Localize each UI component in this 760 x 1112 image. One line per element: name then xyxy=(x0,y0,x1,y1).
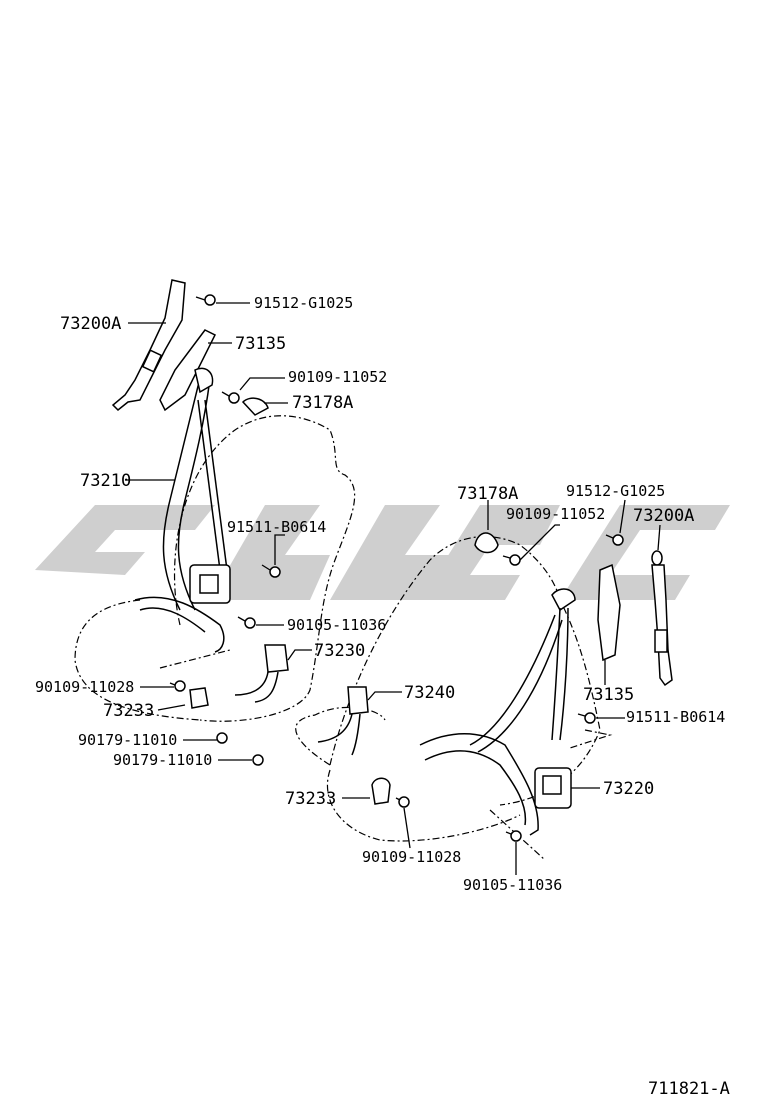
left-buckle xyxy=(234,644,289,703)
right-bolt-90105 xyxy=(505,830,522,842)
label-left-90109-11052: 90109-11052 xyxy=(288,368,387,386)
right-cover-cap xyxy=(474,532,499,554)
left-leader-lines xyxy=(125,302,312,761)
left-cover-cap xyxy=(241,397,269,416)
label-left-90109-11028: 90109-11028 xyxy=(35,678,134,696)
label-left-90179-11010-a: 90179-11010 xyxy=(78,731,177,749)
left-bolt-90105 xyxy=(237,616,256,629)
label-right-73233: 73233 xyxy=(285,789,336,809)
right-bolt-91512 xyxy=(605,534,624,546)
label-right-73178A: 73178A xyxy=(457,484,518,504)
left-cover-73233 xyxy=(189,687,209,709)
left-nut-90179-b xyxy=(252,754,264,766)
label-left-73135: 73135 xyxy=(235,334,286,354)
right-leader-lines xyxy=(342,499,661,875)
label-left-73230: 73230 xyxy=(314,641,365,661)
right-seat-outline xyxy=(295,535,613,861)
label-right-73135: 73135 xyxy=(583,685,634,705)
label-right-90105-11036: 90105-11036 xyxy=(463,876,562,894)
right-belt xyxy=(419,588,576,836)
right-bolt-91511 xyxy=(577,712,596,724)
label-left-91511-B0614: 91511-B0614 xyxy=(227,518,326,536)
label-left-73210: 73210 xyxy=(80,471,131,491)
label-right-90109-11052: 90109-11052 xyxy=(506,505,605,523)
left-trim-cover xyxy=(159,329,217,412)
left-bolt-91512 xyxy=(195,294,216,306)
label-right-91511-B0614: 91511-B0614 xyxy=(626,708,725,726)
label-right-91512-G1025: 91512-G1025 xyxy=(566,482,665,500)
right-buckle xyxy=(317,686,369,756)
left-anchor-bracket xyxy=(111,279,186,412)
right-anchor-bracket xyxy=(651,550,673,687)
label-left-73178A: 73178A xyxy=(292,393,353,413)
label-left-90179-11010-b: 90179-11010 xyxy=(113,751,212,769)
watermark-logo xyxy=(35,505,730,600)
label-left-91512-G1025: 91512-G1025 xyxy=(254,294,353,312)
right-trim-cover xyxy=(597,563,621,662)
diagram-id: 711821-A xyxy=(648,1079,730,1099)
left-bolt-90109-11028 xyxy=(169,680,186,692)
label-left-90105-11036: 90105-11036 xyxy=(287,616,386,634)
left-bolt-90109-11052 xyxy=(221,391,240,404)
right-bolt-90109-11052 xyxy=(502,554,521,566)
left-belt xyxy=(134,367,228,653)
label-left-73200A: 73200A xyxy=(60,314,121,334)
right-retractor xyxy=(534,767,572,809)
label-left-73233: 73233 xyxy=(103,701,154,721)
right-bolt-90109-11028 xyxy=(395,796,410,808)
left-retractor xyxy=(189,564,231,604)
left-bolt-91511 xyxy=(261,564,281,578)
label-right-73200A: 73200A xyxy=(633,506,694,526)
label-right-73220: 73220 xyxy=(603,779,654,799)
label-right-90109-11028: 90109-11028 xyxy=(362,848,461,866)
label-right-73240: 73240 xyxy=(404,683,455,703)
right-cover-73233 xyxy=(371,777,391,805)
left-nut-90179-a xyxy=(216,732,228,744)
